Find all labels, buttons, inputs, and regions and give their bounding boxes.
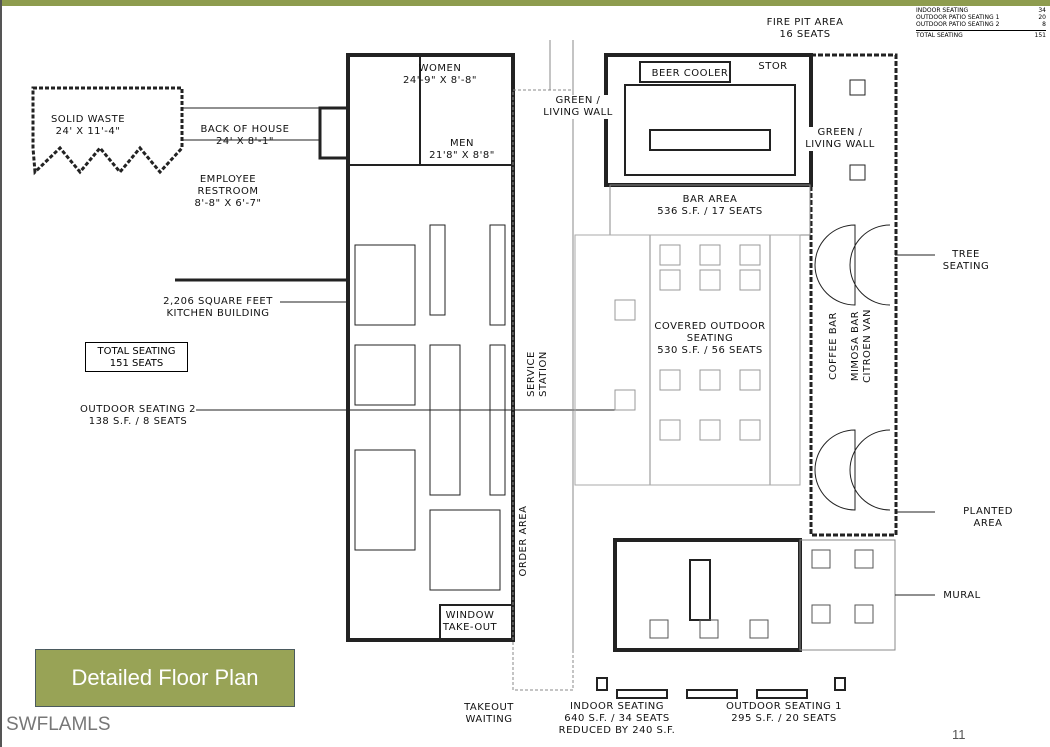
legend-label: OUTDOOR PATIO SEATING 2 [916, 21, 1000, 28]
legend-value: 20 [1038, 14, 1046, 21]
planted-area-label: PLANTED AREA [963, 506, 1013, 529]
legend-row: OUTDOOR PATIO SEATING 2 8 [916, 21, 1046, 28]
employee-restroom-label: EMPLOYEE RESTROOM 8'-8" X 6'-7" [194, 174, 262, 209]
watermark: SWFLAMLS [6, 714, 111, 735]
legend-label: TOTAL SEATING [916, 32, 963, 39]
tree-seating-label: TREE SEATING [942, 249, 990, 272]
legend-value: 8 [1042, 21, 1046, 28]
mimosa-bar-label: MIMOSA BAR CITROEN VAN [850, 309, 873, 383]
legend-label: INDOOR SEATING [916, 7, 969, 14]
outdoor-seating-2-label: OUTDOOR SEATING 2 138 S.F. / 8 SEATS [80, 404, 196, 428]
green-living-wall-label: GREEN / LIVING WALL [805, 127, 875, 151]
page-number: 11 [952, 727, 966, 742]
mural-label: MURAL [943, 590, 981, 601]
legend-label: OUTDOOR PATIO SEATING 1 [916, 14, 1000, 21]
legend-row: OUTDOOR PATIO SEATING 1 20 [916, 14, 1046, 21]
slide-top-bar [0, 0, 1050, 6]
beer-cooler-label: BEER COOLER [651, 68, 729, 80]
takeout-waiting-label: TAKEOUT WAITING [464, 702, 514, 725]
fire-pit-label: FIRE PIT AREA 16 SEATS [766, 17, 844, 40]
legend-row: INDOOR SEATING 34 [916, 7, 1046, 14]
women-restroom-label: WOMEN 24'-9" X 8'-8" [403, 63, 477, 86]
kitchen-building-label: 2,206 SQUARE FEET KITCHEN BUILDING [163, 296, 273, 320]
solid-waste-label: SOLID WASTE 24' X 11'-4" [50, 114, 126, 137]
back-of-house-label: BACK OF HOUSE 24' X 8'-1" [200, 124, 290, 147]
men-restroom-label: MEN 21'8" X 8'8" [429, 138, 495, 161]
service-station-label: SERVICE STATION [526, 351, 550, 397]
order-area-label: ORDER AREA [518, 505, 530, 577]
green-living-wall-label: GREEN / LIVING WALL [543, 95, 613, 119]
outdoor-seating-1-label: OUTDOOR SEATING 1 295 S.F. / 20 SEATS [726, 701, 842, 724]
total-seating-box: TOTAL SEATING 151 SEATS [85, 342, 188, 372]
legend-total: TOTAL SEATING 151 [916, 30, 1046, 39]
window-takeout-label: WINDOW TAKE-OUT [442, 610, 498, 634]
legend-value: 151 [1034, 32, 1046, 39]
slide-title: Detailed Floor Plan [35, 649, 295, 707]
covered-outdoor-seating-label: COVERED OUTDOOR SEATING 530 S.F. / 56 SE… [654, 321, 766, 357]
legend-value: 34 [1038, 7, 1046, 14]
coffee-bar-label: COFFEE BAR [828, 312, 839, 380]
slide-left-border [0, 0, 2, 747]
seating-legend: INDOOR SEATING 34 OUTDOOR PATIO SEATING 1… [916, 7, 1046, 39]
storage-label: STOR [758, 61, 788, 72]
bar-area-label: BAR AREA 536 S.F. / 17 SEATS [657, 194, 763, 217]
indoor-seating-label: INDOOR SEATING 640 S.F. / 34 SEATS REDUC… [558, 701, 676, 736]
